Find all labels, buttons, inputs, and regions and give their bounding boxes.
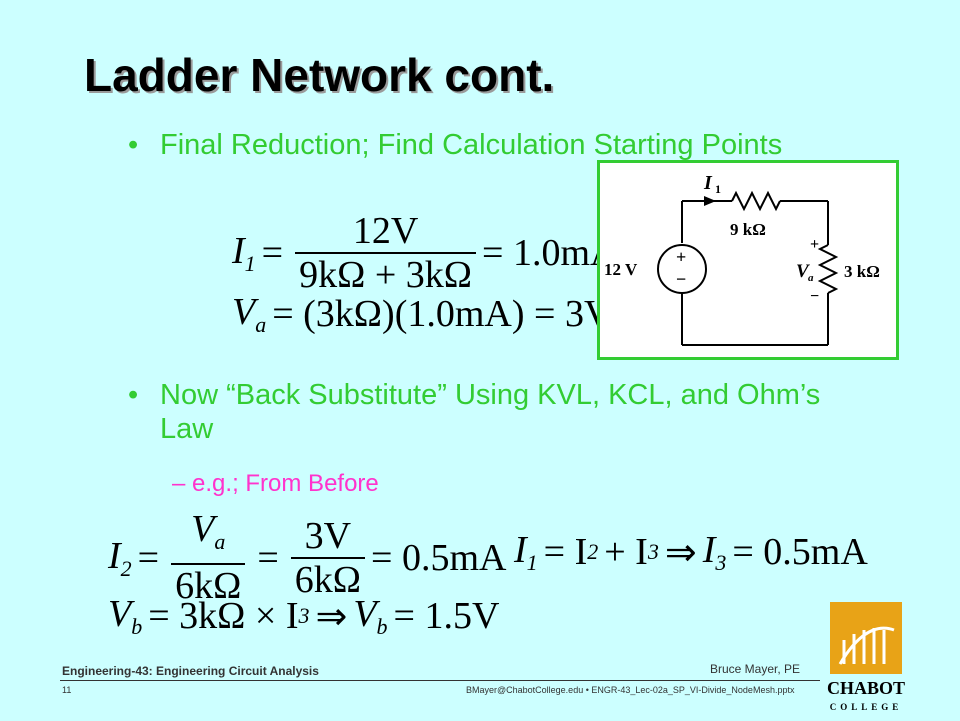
- sub-bullet-from-before: – e.g.; From Before: [172, 470, 379, 498]
- footer-author: Bruce Mayer, PE: [710, 662, 801, 676]
- fraction: Va 6kΩ: [171, 508, 246, 607]
- current-arrow-icon: [704, 196, 716, 206]
- bullet-text: Final Reduction; Find Calculation Starti…: [160, 129, 783, 161]
- current-label-sub: 1: [715, 182, 721, 196]
- bullet-text: Now “Back Substitute” Using KVL, KCL, an…: [160, 379, 821, 445]
- resistor-3k-symbol: [817, 244, 839, 294]
- chabot-college-logo: CHABOT COLLEGE: [826, 600, 906, 716]
- bullet-dot: •: [128, 379, 139, 411]
- circuit-schematic: I 1 9 kΩ 12 V + − + V a − 3 kΩ: [604, 172, 880, 346]
- equation-va: Va = (3kΩ)(1.0mA) = 3V: [232, 291, 612, 337]
- current-label: I: [703, 172, 713, 194]
- footer-course-title: Engineering-43: Engineering Circuit Anal…: [62, 664, 319, 678]
- circuit-diagram: I 1 9 kΩ 12 V + − + V a − 3 kΩ: [597, 160, 899, 360]
- va-minus: −: [810, 288, 819, 305]
- r2-label: 3 kΩ: [844, 262, 880, 281]
- footer-file-info: BMayer@ChabotCollege.edu • ENGR-43_Lec-0…: [466, 685, 795, 695]
- logo-text-college: COLLEGE: [830, 702, 903, 712]
- va-label-sub: a: [808, 272, 814, 284]
- implies-arrow: ⇒: [315, 595, 348, 638]
- fraction: 3V 6kΩ: [290, 515, 366, 601]
- implies-arrow: ⇒: [664, 531, 697, 574]
- footer-page-number: 11: [62, 685, 72, 695]
- va-plus: +: [810, 236, 819, 253]
- equation-i1: I1 = 12V 9kΩ + 3kΩ = 1.0mA: [232, 210, 618, 296]
- bullet-dot: •: [128, 129, 139, 161]
- sub-bullet-text: e.g.; From Before: [192, 470, 379, 497]
- r1-label: 9 kΩ: [730, 220, 766, 239]
- logo-text-chabot: CHABOT: [827, 678, 905, 698]
- equation-i2: I2 = Va 6kΩ = 3V 6kΩ = 0.5mA: [108, 508, 507, 607]
- logo-graphic: CHABOT COLLEGE: [827, 602, 905, 712]
- va-label: V: [796, 261, 810, 282]
- source-plus: +: [676, 247, 686, 267]
- sub-bullet-dash: –: [172, 470, 186, 497]
- slide-title: Ladder Network cont.: [84, 49, 555, 101]
- footer-divider: [60, 680, 820, 681]
- source-minus: −: [676, 269, 686, 289]
- fraction: 12V 9kΩ + 3kΩ: [295, 210, 477, 296]
- resistor-9k-symbol: [731, 190, 781, 212]
- source-label: 12 V: [604, 260, 638, 279]
